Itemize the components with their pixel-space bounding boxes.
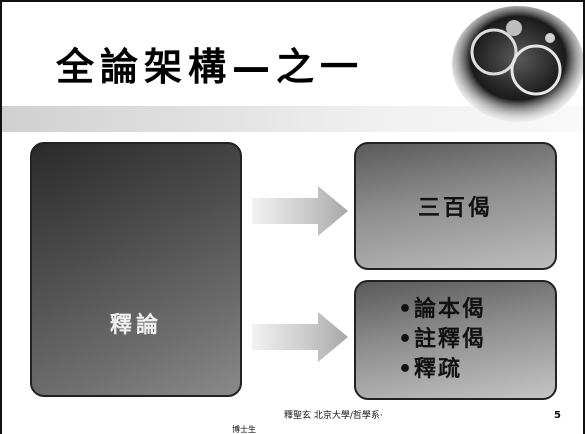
root-box-label: 釋論 [109, 313, 162, 338]
list-item-label: 論本偈 [414, 297, 487, 322]
page-number: 5 [554, 410, 561, 421]
components-box: •論本偈 •註釋偈 •釋疏 [354, 280, 557, 400]
list-item-label: 釋疏 [414, 357, 463, 382]
footer-author: 釋聖玄 北京大學/哲學系· [284, 411, 383, 421]
bullet-icon: • [398, 297, 415, 322]
list-item: •釋疏 [398, 355, 462, 385]
verses-box-label: 三百偈 [417, 196, 493, 221]
arrow-right-icon [252, 312, 348, 362]
slide-title: 全論架構—之一 [56, 45, 365, 89]
footer-author-subtitle: 博士生 [232, 425, 256, 434]
list-item: •註釋偈 [398, 325, 486, 355]
decorative-fruit-image [452, 6, 583, 122]
bullet-icon: • [398, 357, 415, 382]
bullet-icon: • [398, 327, 415, 352]
arrow-right-icon [252, 186, 348, 236]
verses-box: 三百偈 [354, 142, 557, 270]
root-concept-box: 釋論 [30, 142, 242, 397]
list-item: •論本偈 [398, 295, 486, 325]
list-item-label: 註釋偈 [414, 327, 487, 352]
